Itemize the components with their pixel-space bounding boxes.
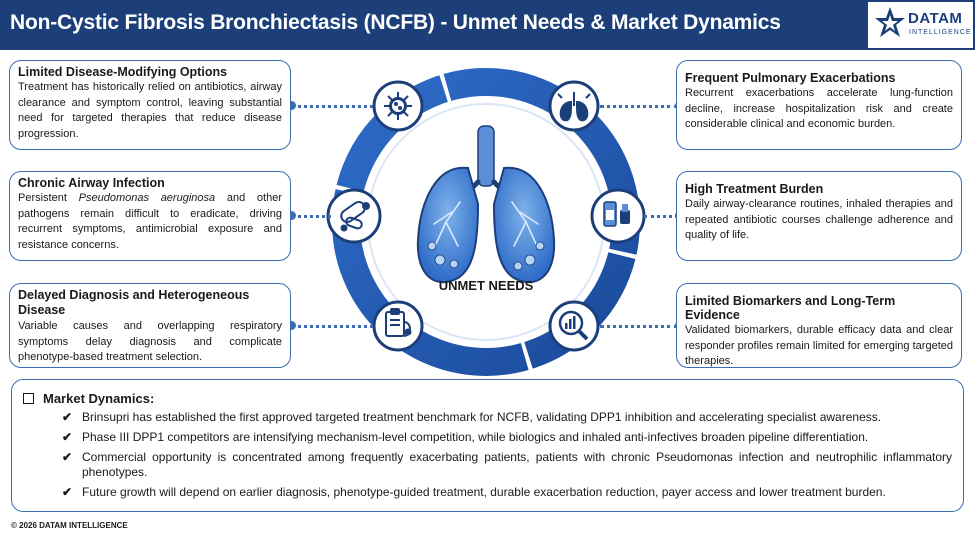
market-title-row: Market Dynamics: xyxy=(23,391,154,406)
market-title: Market Dynamics: xyxy=(43,391,155,406)
check-icon: ✔ xyxy=(62,450,73,464)
card-body: Validated biomarkers, durable efficacy d… xyxy=(685,324,953,367)
card-title: High Treatment Burden xyxy=(685,182,824,196)
market-item-text: Commercial opportunity is concentrated a… xyxy=(82,450,952,479)
icon-circle-right-3 xyxy=(548,300,600,352)
market-item-text: Phase III DPP1 competitors are intensify… xyxy=(82,430,869,444)
icon-circle-left-1 xyxy=(372,80,424,132)
connector-dot xyxy=(287,101,296,110)
connector-right-3 xyxy=(600,325,678,328)
check-icon: ✔ xyxy=(62,485,73,499)
header-bar: Non-Cystic Fibrosis Bronchiectasis (NCFB… xyxy=(0,0,975,50)
connector-left-1 xyxy=(291,105,373,108)
connector-dot xyxy=(287,211,296,220)
virus-icon xyxy=(384,92,412,120)
card-body: Daily airway-clearance routines, inhaled… xyxy=(685,198,953,241)
logo-name: DATAM xyxy=(908,10,963,27)
checkbox-icon xyxy=(23,393,34,404)
market-item: ✔ Phase III DPP1 competitors are intensi… xyxy=(62,430,952,445)
logo: DATAM INTELLIGENCE xyxy=(868,2,973,48)
card-frequent-pulmonary-exacerbations: Frequent Pulmonary Exacerbations Recurre… xyxy=(676,60,962,150)
market-item-text: Future growth will depend on earlier dia… xyxy=(82,485,886,499)
card-title: Limited Biomarkers and Long-Term Evidenc… xyxy=(685,294,896,322)
connector-right-2 xyxy=(644,215,678,218)
check-icon: ✔ xyxy=(62,430,73,444)
card-body: Variable causes and overlapping respirat… xyxy=(18,320,282,363)
card-body: Persistent Pseudomonas aeruginosa and ot… xyxy=(18,191,282,253)
clipboard-stethoscope-icon xyxy=(385,308,412,337)
magnifier-chart-icon xyxy=(558,310,589,341)
connector-left-2 xyxy=(291,215,331,218)
page-title: Non-Cystic Fibrosis Bronchiectasis (NCFB… xyxy=(10,11,781,34)
center-label: UNMET NEEDS xyxy=(439,278,534,293)
lungs-icon xyxy=(416,125,556,284)
card-delayed-diagnosis: Delayed Diagnosis and Heterogeneous Dise… xyxy=(9,283,291,368)
card-body-italic: Pseudomonas aeruginosa xyxy=(78,192,216,204)
card-body: Treatment has historically relied on ant… xyxy=(18,81,282,140)
icon-circle-left-3 xyxy=(372,300,424,352)
market-item: ✔ Brinsupri has established the first ap… xyxy=(62,410,952,425)
copyright-footer: © 2026 DATAM INTELLIGENCE xyxy=(11,521,128,530)
card-title: Frequent Pulmonary Exacerbations xyxy=(685,71,896,85)
card-title: Chronic Airway Infection xyxy=(18,176,165,190)
card-title: Delayed Diagnosis and Heterogeneous Dise… xyxy=(18,288,250,317)
card-body-pre: Persistent xyxy=(18,192,79,204)
card-body: Recurrent exacerbations accelerate lung-… xyxy=(685,87,953,130)
market-item: ✔ Future growth will depend on earlier d… xyxy=(62,485,952,500)
card-body-post: and other pathogens remain difficult to … xyxy=(18,192,282,251)
card-limited-disease-modifying-options: Limited Disease-Modifying Options Treatm… xyxy=(9,60,291,150)
lungs-alert-icon xyxy=(557,92,591,122)
connector-left-3 xyxy=(291,325,373,328)
card-high-treatment-burden: High Treatment Burden Daily airway-clear… xyxy=(676,171,962,261)
connector-dot xyxy=(287,321,296,330)
card-title: Limited Disease-Modifying Options xyxy=(18,65,228,79)
connector-right-1 xyxy=(600,105,678,108)
market-item-text: Brinsupri has established the first appr… xyxy=(82,410,882,424)
datam-star-logo xyxy=(875,7,905,37)
card-chronic-airway-infection: Chronic Airway Infection Persistent Pseu… xyxy=(9,171,291,261)
bacteria-icon xyxy=(340,200,370,232)
icon-circle-left-2 xyxy=(326,188,382,244)
check-icon: ✔ xyxy=(62,410,73,424)
inhaler-icon xyxy=(603,201,630,227)
market-item: ✔ Commercial opportunity is concentrated… xyxy=(62,450,952,480)
unmet-needs-diagram: UNMET NEEDS xyxy=(326,67,646,377)
market-dynamics-panel: Market Dynamics: ✔ Brinsupri has establi… xyxy=(11,379,964,512)
icon-circle-right-1 xyxy=(548,80,600,132)
card-limited-biomarkers: Limited Biomarkers and Long-Term Evidenc… xyxy=(676,283,962,368)
icon-circle-right-2 xyxy=(590,188,646,244)
logo-sub: INTELLIGENCE xyxy=(909,29,972,36)
